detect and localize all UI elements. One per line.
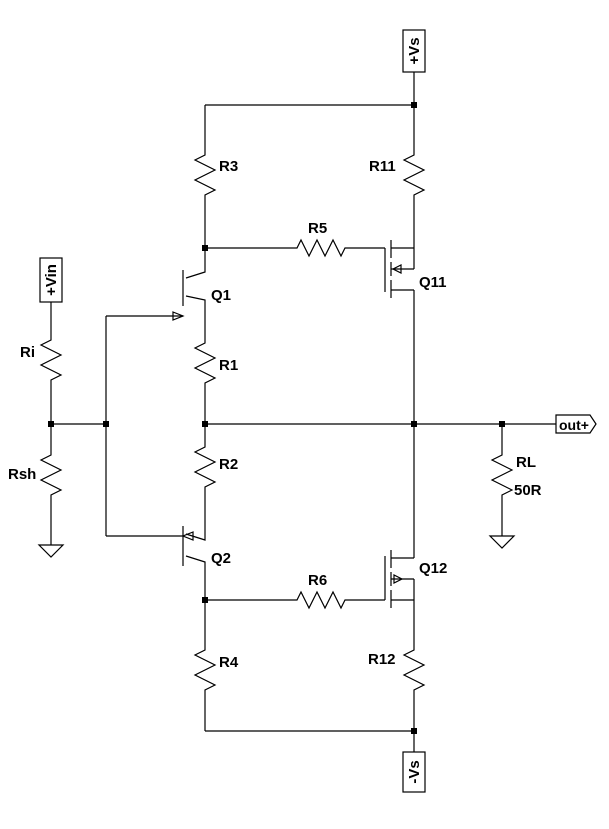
r11-label: R11	[369, 158, 396, 175]
rl-label: RL	[516, 454, 536, 471]
q11-label: Q11	[419, 274, 447, 291]
r6-resistor	[205, 590, 385, 610]
r3-label: R3	[219, 158, 238, 175]
rsh-label: Rsh	[8, 466, 36, 483]
vs-neg-label: -Vs	[406, 760, 423, 783]
ground-symbol	[488, 535, 516, 549]
vin-label: +Vin	[43, 264, 60, 296]
junction-dot	[411, 728, 417, 734]
vin-port: +Vin	[39, 257, 63, 303]
q2-transistor	[106, 526, 206, 600]
r3-resistor	[193, 150, 217, 248]
junction-dot	[411, 102, 417, 108]
mid-node-wire	[51, 316, 556, 536]
ground-symbol	[37, 544, 65, 558]
r6-label: R6	[308, 572, 327, 589]
q1-transistor	[106, 248, 206, 321]
r4-resistor	[193, 600, 217, 731]
r5-label: R5	[308, 220, 327, 237]
ri-resistor	[39, 302, 63, 424]
out-port: out+	[555, 414, 597, 434]
r4-label: R4	[219, 654, 239, 671]
r1-resistor	[193, 320, 217, 424]
r12-label: R12	[368, 651, 396, 668]
junction-dot	[48, 421, 54, 427]
junction-dot	[103, 421, 109, 427]
q12-mosfet	[384, 424, 415, 640]
out-label: out+	[559, 417, 589, 433]
ri-label: Ri	[20, 344, 35, 361]
q12-label: Q12	[419, 560, 447, 577]
rl-resistor	[490, 424, 514, 536]
bottom-rail-wire	[205, 730, 415, 752]
vs-neg-port: -Vs	[402, 751, 426, 793]
q2-label: Q2	[211, 550, 231, 567]
r2-label: R2	[219, 456, 238, 473]
r12-resistor	[402, 640, 426, 731]
vs-pos-label: +Vs	[406, 37, 423, 64]
top-rail-wire	[204, 72, 415, 150]
r11-resistor	[402, 150, 426, 236]
r5-resistor	[205, 238, 385, 258]
q1-label: Q1	[211, 287, 231, 304]
r1-label: R1	[219, 357, 238, 374]
r2-resistor	[193, 424, 217, 528]
rsh-resistor	[39, 424, 63, 545]
vs-pos-port: +Vs	[402, 29, 426, 73]
q11-mosfet	[384, 236, 415, 424]
rl-value: 50R	[514, 482, 542, 499]
